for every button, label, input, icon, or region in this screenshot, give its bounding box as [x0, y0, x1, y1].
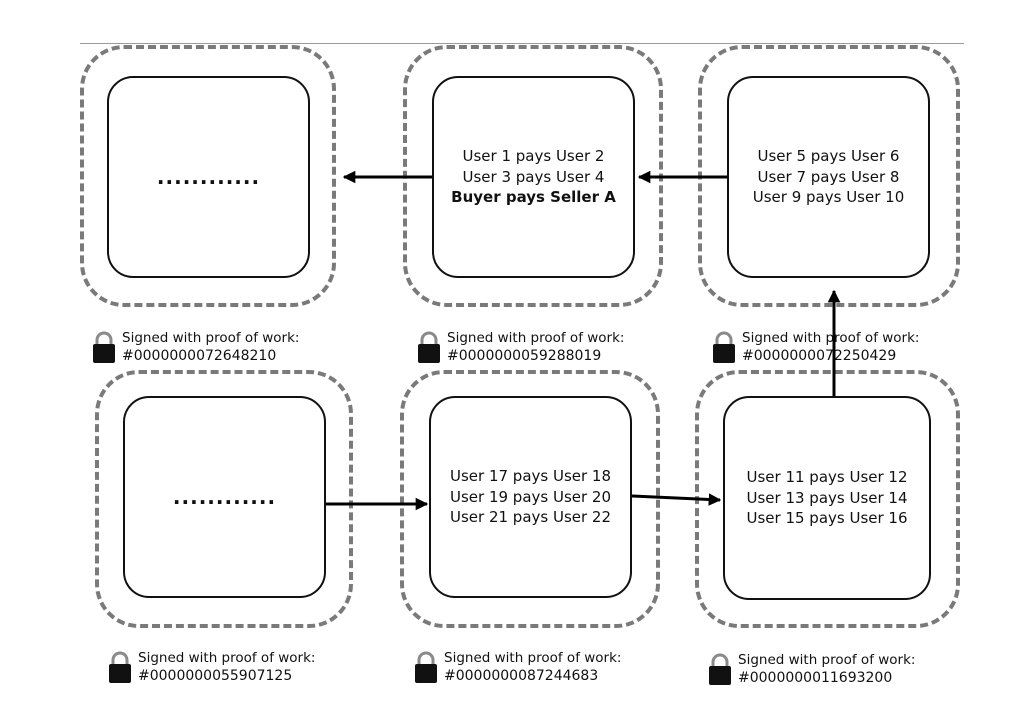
transaction-line: User 7 pays User 8	[757, 167, 900, 186]
proof-of-work-hash: #0000000055907125	[138, 668, 293, 684]
ellipsis: ............	[172, 485, 277, 509]
proof-of-work-hash: #0000000072250429	[742, 348, 897, 364]
signature-bottom-left: Signed with proof of work: #000000005590…	[108, 650, 315, 685]
block-frame-bottom-left	[95, 370, 353, 628]
transaction-line: User 3 pays User 4	[462, 167, 605, 186]
transaction-line-highlighted: Buyer pays Seller A	[451, 188, 616, 207]
block-bottom-right: User 11 pays User 12 User 13 pays User 1…	[723, 396, 931, 600]
signature-top-right: Signed with proof of work: #000000007225…	[712, 330, 919, 365]
block-top-right: User 5 pays User 6 User 7 pays User 8 Us…	[727, 76, 930, 278]
signature-label: Signed with proof of work:	[138, 650, 316, 666]
ellipsis: ............	[156, 165, 261, 189]
transaction-line: User 9 pays User 10	[752, 188, 905, 207]
lock-icon	[93, 331, 115, 363]
transaction-line: User 19 pays User 20	[449, 487, 612, 506]
lock-icon	[415, 651, 437, 683]
signature-label: Signed with proof of work:	[742, 330, 920, 346]
proof-of-work-hash: #0000000087244683	[444, 668, 599, 684]
signature-top-left: Signed with proof of work: #000000007264…	[92, 330, 299, 365]
top-divider-line	[80, 43, 964, 44]
transaction-line: User 1 pays User 2	[462, 147, 605, 166]
transaction-line: User 5 pays User 6	[757, 147, 900, 166]
lock-icon	[713, 331, 735, 363]
transaction-line: User 17 pays User 18	[449, 467, 612, 486]
signature-label: Signed with proof of work:	[444, 650, 622, 666]
signature-label: Signed with proof of work:	[122, 330, 300, 346]
signature-bottom-right: Signed with proof of work: #000000001169…	[708, 652, 915, 687]
lock-icon	[109, 651, 131, 683]
block-bottom-left: ............	[123, 396, 326, 598]
transaction-line: User 15 pays User 16	[746, 509, 908, 528]
proof-of-work-hash: #0000000011693200	[738, 670, 893, 686]
lock-icon	[709, 653, 731, 685]
lock-icon	[418, 331, 440, 363]
signature-label: Signed with proof of work:	[738, 652, 916, 668]
signature-label: Signed with proof of work:	[447, 330, 625, 346]
signature-top-middle: Signed with proof of work: #000000005928…	[417, 330, 624, 365]
block-top-left: ............	[107, 76, 310, 278]
transaction-line: User 21 pays User 22	[449, 508, 612, 527]
signature-bottom-middle: Signed with proof of work: #000000008724…	[414, 650, 621, 685]
proof-of-work-hash: #0000000059288019	[447, 348, 602, 364]
block-frame-bottom-middle	[400, 370, 660, 628]
block-bottom-middle: User 17 pays User 18 User 19 pays User 2…	[429, 396, 632, 598]
block-top-middle: User 1 pays User 2 User 3 pays User 4 Bu…	[432, 76, 635, 278]
transaction-line: User 11 pays User 12	[746, 468, 908, 487]
arrow-bottom-middle-to-bottom-right	[631, 493, 722, 506]
transaction-line: User 13 pays User 14	[746, 488, 908, 507]
block-frame-top-left	[80, 45, 336, 307]
proof-of-work-hash: #0000000072648210	[122, 348, 277, 364]
